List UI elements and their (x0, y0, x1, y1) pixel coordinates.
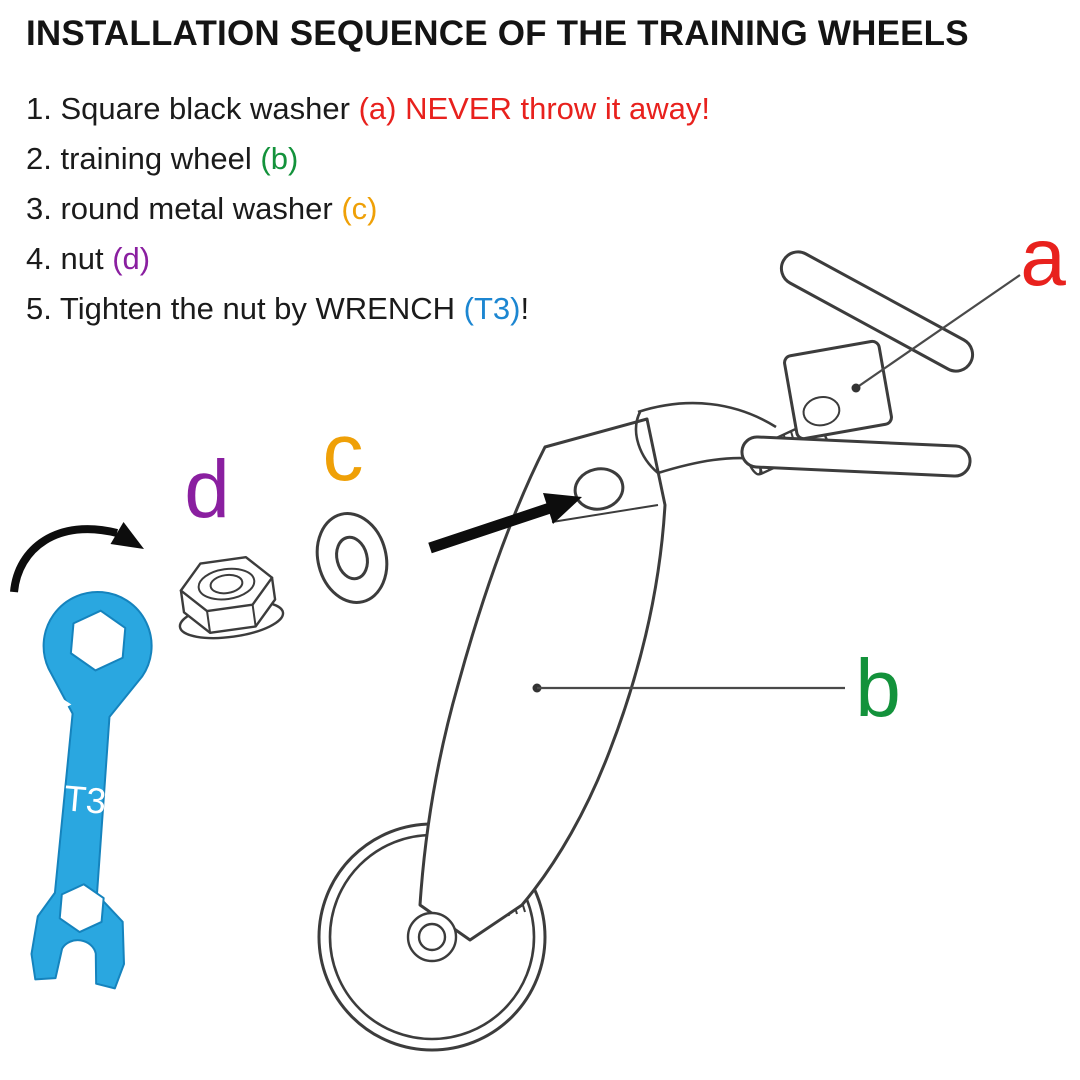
step-text: ! (520, 291, 530, 326)
step-highlight: (b) (260, 141, 299, 176)
pointer-arrow (428, 493, 582, 554)
step-text: 3. round metal washer (26, 191, 342, 226)
step-text: 5. Tighten the nut by WRENCH (26, 291, 464, 326)
step-highlight: (a) NEVER throw it away! (358, 91, 711, 126)
label-b: b (855, 643, 901, 734)
step-highlight: (c) (341, 191, 378, 226)
instruction-step-5: 5. Tighten the nut by WRENCH (T3)! (26, 284, 1066, 334)
wrench-illustration: T3 (30, 590, 153, 990)
hex-nut-illustration (178, 555, 285, 640)
round-washer-illustration (315, 512, 389, 604)
wrench-body (30, 590, 153, 990)
wrench-hex-hole-bottom (58, 883, 105, 934)
label-a-dot (851, 383, 861, 393)
instruction-step-1: 1. Square black washer (a) NEVER throw i… (26, 84, 1066, 134)
label-c: c (323, 407, 364, 498)
wrench-side-notch (41, 685, 72, 720)
wrench-hex-hole-top (69, 609, 127, 672)
page-title: INSTALLATION SEQUENCE OF THE TRAINING WH… (26, 14, 969, 53)
step-text: 2. training wheel (26, 141, 261, 176)
fork-prong-lower (740, 435, 972, 478)
instruction-list: 1. Square black washer (a) NEVER throw i… (26, 84, 1066, 334)
label-a: a (1020, 212, 1066, 303)
instruction-step-4: 4. nut (d) (26, 234, 1066, 284)
label-d: d (184, 444, 230, 535)
step-text: 4. nut (26, 241, 113, 276)
text-block: INSTALLATION SEQUENCE OF THE TRAINING WH… (26, 14, 1066, 334)
step-highlight: (T3) (463, 291, 521, 326)
square-washer (783, 339, 893, 441)
instruction-step-2: 2. training wheel (b) (26, 134, 1066, 184)
label-a-leader (855, 274, 1021, 389)
instruction-step-3: 3. round metal washer (c) (26, 184, 1066, 234)
bracket-arm-illustration (406, 417, 667, 963)
wrench-size-label: T3 (62, 777, 107, 822)
step-highlight: (d) (112, 241, 151, 276)
bracket-mount-hole (573, 467, 625, 511)
rotation-arrow (10, 522, 144, 593)
step-text: 1. Square black washer (26, 91, 359, 126)
